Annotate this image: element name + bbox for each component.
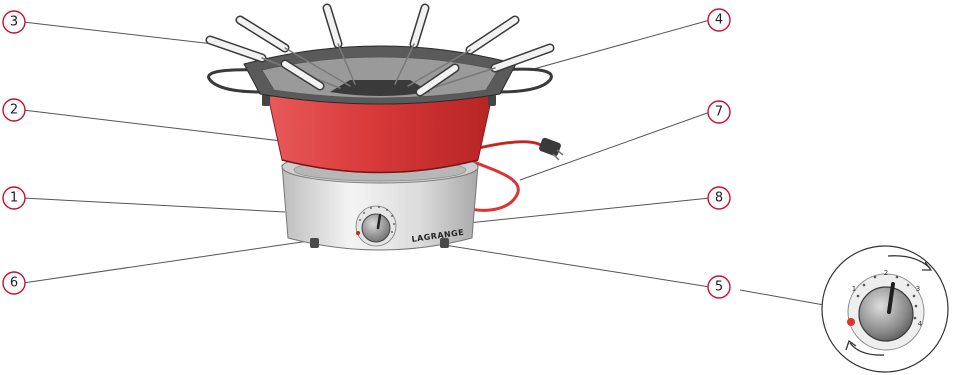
callout-1: 1 (3, 187, 25, 209)
fondue-pot (262, 94, 496, 173)
leader-line-3 (23, 22, 222, 45)
svg-text:6: 6 (10, 276, 18, 291)
dial-number-3: 3 (916, 285, 920, 293)
indicator-light (356, 231, 360, 235)
svg-text:7: 7 (715, 105, 723, 120)
svg-text:3: 3 (10, 15, 18, 30)
leader-line-2 (23, 110, 290, 142)
svg-text:2: 2 (10, 103, 18, 118)
dial-number-2: 2 (884, 269, 888, 277)
callout-2: 2 (3, 99, 25, 121)
leader-line-detail (740, 290, 824, 305)
dial-number-1: 1 (852, 285, 856, 293)
leader-line-1 (23, 198, 285, 212)
callout-6: 6 (3, 272, 25, 294)
svg-text:4: 4 (715, 13, 723, 28)
callout-8: 8 (708, 187, 730, 209)
power-plug-icon (538, 137, 563, 160)
svg-text:1: 1 (10, 191, 18, 206)
svg-text:5: 5 (715, 280, 723, 295)
callout-5: 5 (708, 276, 730, 298)
callout-7: 7 (708, 101, 730, 123)
knob-detail-view: 1 2 3 4 (822, 246, 948, 372)
dial-number-4: 4 (918, 320, 923, 328)
callout-4: 4 (708, 9, 730, 31)
svg-text:8: 8 (715, 191, 723, 206)
temperature-knob[interactable] (356, 206, 396, 246)
detail-indicator-light (847, 318, 855, 326)
callout-3: 3 (3, 11, 25, 33)
leader-line-4 (530, 20, 710, 70)
